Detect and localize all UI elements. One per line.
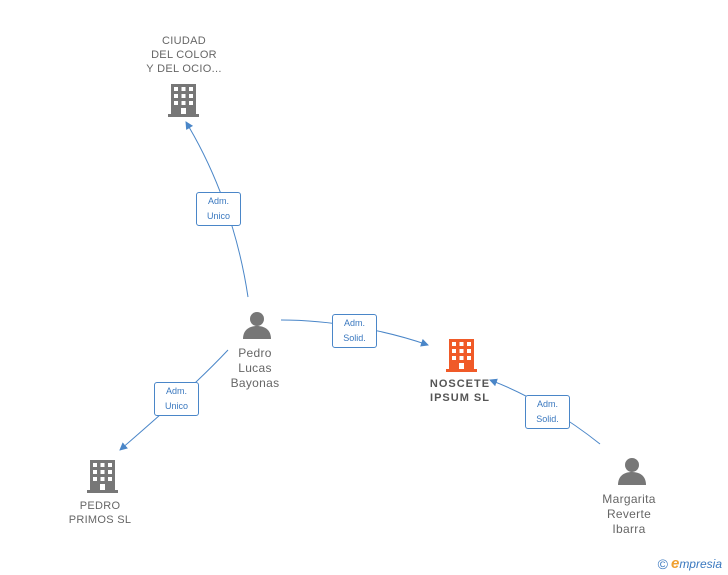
edge-label-margarita-noscete: Adm. Solid. [525, 395, 570, 429]
company-label-noscete[interactable]: NOSCETE IPSUM SL [429, 378, 491, 404]
person-icon[interactable] [243, 312, 271, 339]
person-label-margarita[interactable]: Margarita Reverte Ibarra [602, 492, 656, 536]
building-icon[interactable] [87, 460, 118, 493]
building-icon[interactable] [168, 84, 199, 117]
company-label-primos[interactable]: PEDRO PRIMOS SL [68, 500, 132, 526]
building-icon[interactable] [446, 339, 477, 372]
copyright-icon: © [657, 555, 668, 572]
edge-label-pedro-ciudad: Adm. Unico [196, 192, 241, 226]
brand-logo[interactable]: empresia [670, 555, 722, 572]
footer-branding: © empresia [658, 555, 722, 572]
person-label-pedro[interactable]: Pedro Lucas Bayonas [230, 346, 280, 390]
person-icon[interactable] [618, 458, 646, 485]
company-label-ciudad[interactable]: CIUDAD DEL COLOR Y DEL OCIO... [146, 35, 222, 75]
edge-label-pedro-noscete: Adm. Solid. [332, 314, 377, 348]
edge-label-pedro-primos: Adm. Unico [154, 382, 199, 416]
